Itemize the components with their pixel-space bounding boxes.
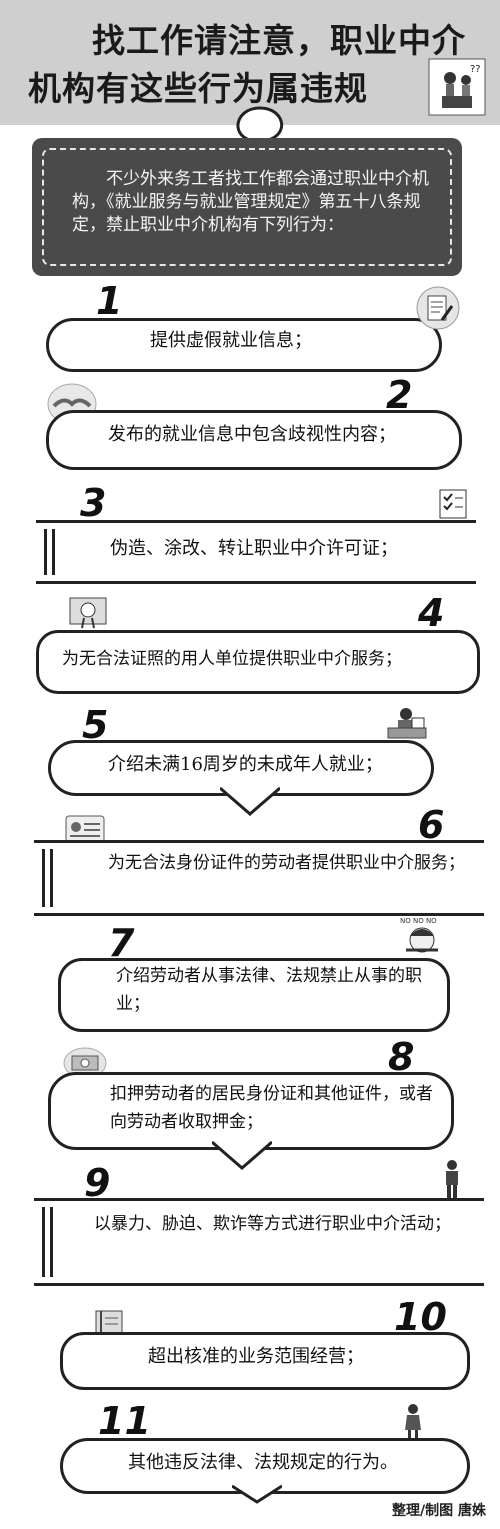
intro-box: 不少外来务工者找工作都会通过职业中介机构，《就业服务与就业管理规定》第五十八条规… — [32, 138, 462, 276]
item-text: 以暴力、胁迫、欺诈等方式进行职业中介活动； — [94, 1214, 451, 1234]
item-number: 4 — [418, 591, 445, 635]
title-line-1: 找工作请注意，职业中介 — [92, 21, 466, 60]
item-number: 9 — [84, 1161, 111, 1205]
svg-text:??: ?? — [470, 64, 481, 75]
item-bar — [36, 520, 476, 584]
item-number: 6 — [418, 803, 445, 847]
item-bar — [34, 840, 484, 916]
bubble-tail — [220, 786, 280, 816]
item-number: 5 — [82, 703, 109, 747]
item-text: 介绍劳动者从事法律、法规禁止从事的职业； — [116, 966, 422, 1014]
certificate-icon — [69, 597, 107, 629]
confused-workers-icon: ?? — [428, 58, 486, 116]
item-text: 介绍未满16周岁的未成年人就业； — [108, 754, 383, 775]
svg-text:NO NO NO: NO NO NO — [400, 917, 437, 925]
document-pen-icon — [416, 286, 460, 330]
intro-dashed-border — [42, 148, 452, 266]
bubble-tail — [232, 1484, 282, 1504]
standing-woman-icon — [405, 1404, 421, 1441]
item-bar — [34, 1198, 484, 1286]
item-text: 扣押劳动者的居民身份证和其他证件，或者向劳动者收取押金； — [110, 1084, 433, 1132]
header-banner: 找工作请注意，职业中介 机构有这些行为属违规 ?? — [0, 0, 500, 125]
item-bubble — [36, 630, 480, 694]
item-number: 3 — [80, 481, 107, 525]
person-at-desk-icon — [387, 708, 427, 739]
item-text: 提供虚假就业信息； — [150, 330, 312, 351]
item-number: 7 — [108, 921, 135, 965]
item-bubble — [60, 1332, 470, 1390]
checklist-icon — [439, 489, 467, 519]
item-text: 为无合法证照的用人单位提供职业中介服务； — [62, 649, 402, 669]
item-number: 10 — [394, 1295, 447, 1339]
girl-no-no-icon: NO NO NO — [400, 917, 438, 953]
item-text: 其他违反法律、法规规定的行为。 — [128, 1452, 398, 1473]
standing-man-icon — [446, 1160, 458, 1198]
item-text: 为无合法身份证件的劳动者提供职业中介服务； — [108, 853, 465, 873]
item-number: 8 — [388, 1035, 415, 1079]
item-text: 发布的就业信息中包含歧视性内容； — [108, 424, 396, 445]
item-bubble — [46, 318, 442, 372]
credit-text: 整理/制图 唐姝 — [392, 1503, 486, 1519]
intro-text: 不少外来务工者找工作都会通过职业中介机构，《就业服务与就业管理规定》第五十八条规… — [72, 169, 429, 235]
item-number: 2 — [386, 373, 413, 417]
item-text: 伪造、涂改、转让职业中介许可证； — [110, 538, 398, 559]
item-text: 超出核准的业务范围经营； — [148, 1346, 364, 1367]
bubble-tail — [212, 1140, 272, 1170]
money-card-icon — [63, 1047, 107, 1079]
item-number: 11 — [98, 1399, 151, 1443]
item-bubble — [58, 958, 450, 1032]
item-bubble — [46, 410, 462, 470]
title-line-2: 机构有这些行为属违规 — [28, 69, 368, 108]
item-bubble — [48, 740, 434, 796]
item-number: 1 — [96, 279, 123, 323]
